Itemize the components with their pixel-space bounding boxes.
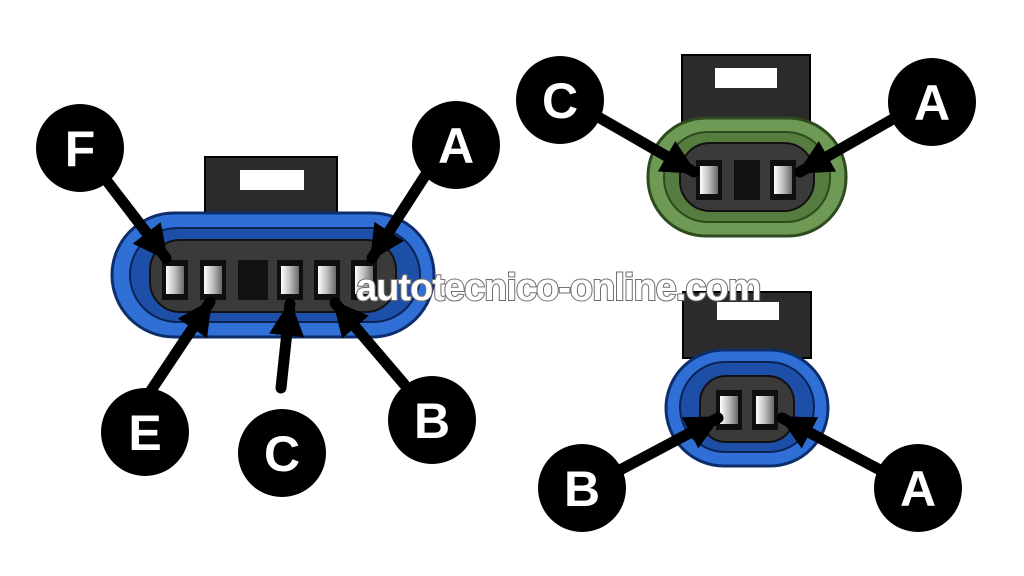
svg-text:A: A [900,461,936,517]
label-six-c: C [238,409,326,497]
arrow-three-c [594,112,700,178]
svg-text:C: C [264,426,300,482]
terminal-pin-e [200,260,226,300]
terminal-pin-a [752,390,778,430]
arrow-six-f [94,166,172,264]
arrow-six-e [144,296,216,398]
arrow-six-b [329,297,410,390]
arrow-two-a [776,412,886,476]
lock-tab-window [240,170,304,190]
lock-tab [681,54,811,124]
terminal-pin-c [277,260,303,300]
terminal-pin-a [351,260,377,300]
lock-tab-window [717,302,779,320]
terminal-pin-a [770,160,796,200]
label-six-f: F [36,104,124,192]
empty-cavity [734,160,760,200]
connector-six-pin: F A E C B [36,101,500,497]
arrow-six-c [269,298,305,394]
terminal-pin-b [716,390,742,430]
lock-tab-window [715,68,777,88]
label-two-a: A [874,444,962,532]
label-two-b: B [538,444,626,532]
terminal-cavity-body [699,375,795,443]
label-six-e: E [101,388,189,476]
terminal-pin-b [314,260,340,300]
arrow-two-b [614,412,724,476]
terminal-pin-c [696,160,722,200]
svg-text:A: A [914,75,950,131]
terminal-pin-f [162,260,188,300]
label-six-a: A [412,101,500,189]
arrow-six-a [366,162,436,264]
empty-cavity [238,260,268,300]
svg-text:C: C [542,73,578,129]
svg-text:E: E [128,405,161,461]
arrow-three-a [794,109,906,178]
label-three-c: C [516,56,604,144]
connector-three-pin: C A [516,54,976,238]
label-three-a: A [888,58,976,146]
svg-text:B: B [414,393,450,449]
svg-text:F: F [65,121,96,177]
svg-text:A: A [438,118,474,174]
svg-text:B: B [564,461,600,517]
connector-two-pin: B A [538,291,962,532]
watermark-text: autotecnico-online.com [356,267,760,309]
label-six-b: B [388,376,476,464]
